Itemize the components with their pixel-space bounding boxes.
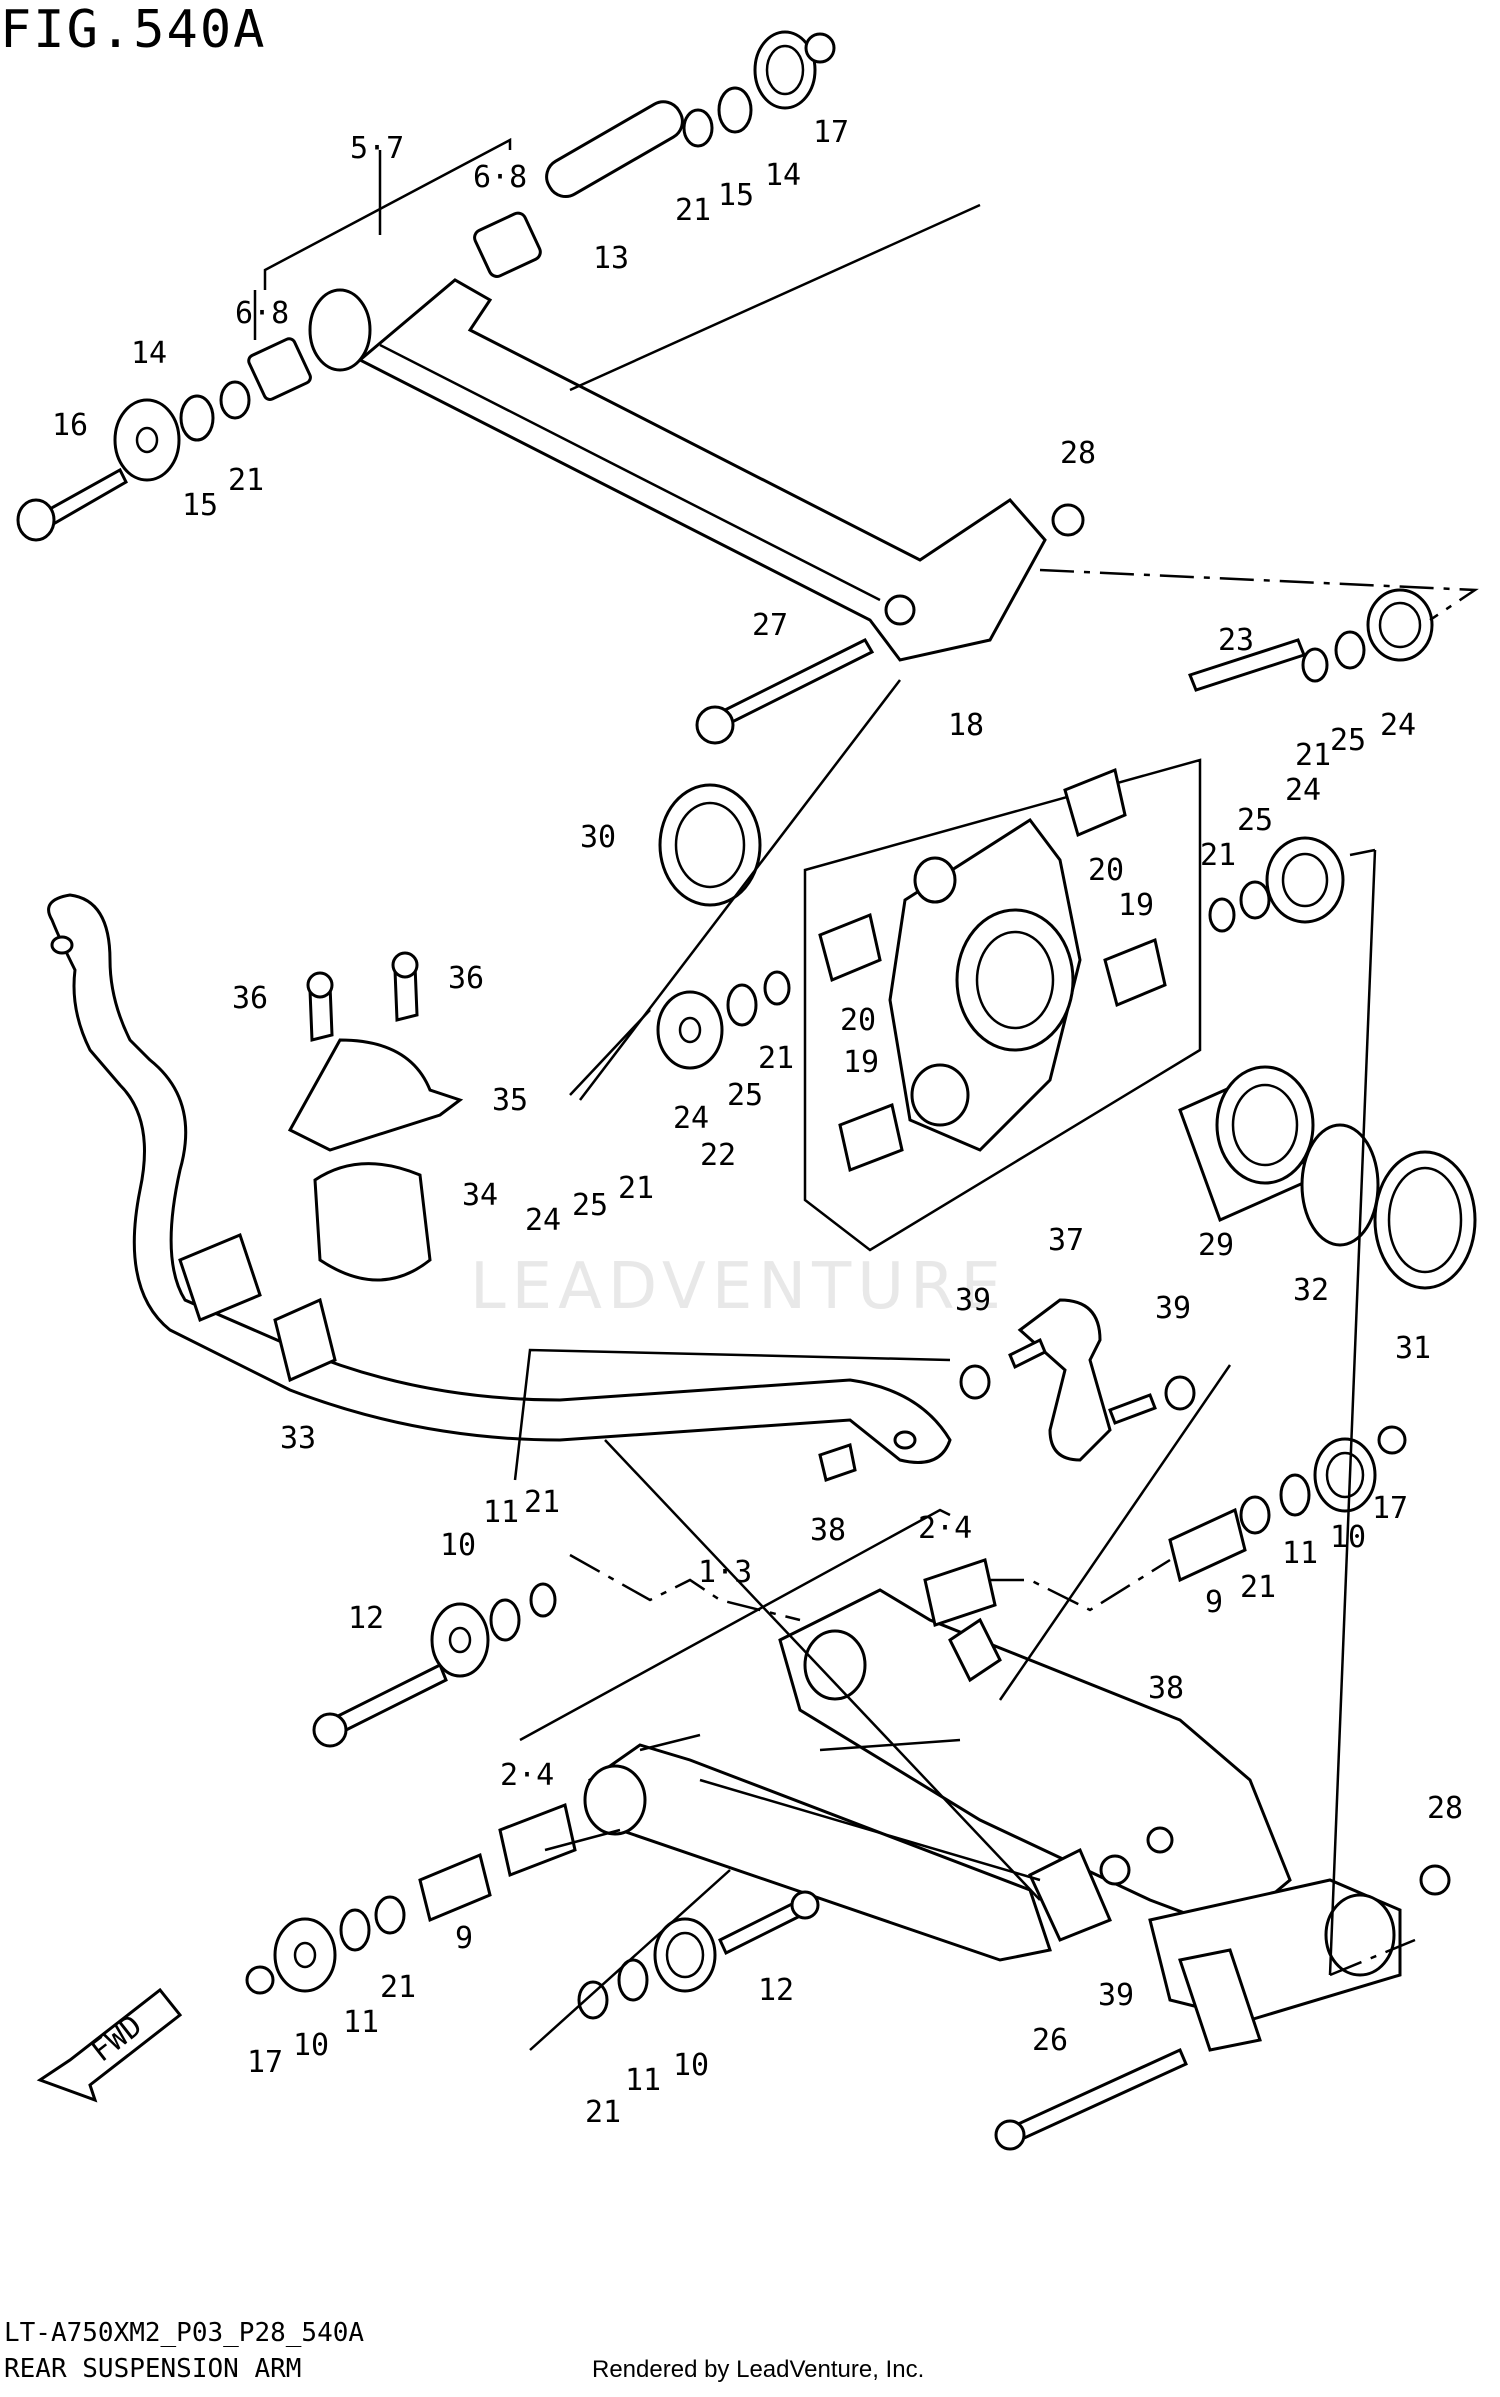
- callout-14: 14: [131, 336, 167, 371]
- callout-19: 19: [843, 1045, 879, 1080]
- callout-30: 30: [580, 820, 616, 855]
- knuckle-assembly: [656, 588, 1434, 1252]
- callout-21: 21: [675, 193, 711, 228]
- callout-13: 13: [593, 241, 629, 276]
- callout-25: 25: [1330, 723, 1366, 758]
- callout-20: 20: [1088, 853, 1124, 888]
- callout-37: 37: [1048, 1223, 1084, 1258]
- callout-25: 25: [1237, 803, 1273, 838]
- callout-21: 21: [380, 1970, 416, 2005]
- watermark: LEADVENTURE: [470, 1250, 1007, 1324]
- callout-2-4: 2·4: [918, 1511, 972, 1546]
- callout-21: 21: [228, 463, 264, 498]
- callout-25: 25: [727, 1078, 763, 1113]
- callout-28: 28: [1060, 436, 1096, 471]
- callout-34: 34: [462, 1178, 498, 1213]
- callout-11: 11: [1282, 1536, 1318, 1571]
- callout-27: 27: [752, 608, 788, 643]
- callout-25: 25: [572, 1188, 608, 1223]
- callout-24: 24: [673, 1101, 709, 1136]
- callout-24: 24: [1380, 708, 1416, 743]
- callout-10: 10: [440, 1528, 476, 1563]
- callout-labels: 17 14 15 21 13 6·8 5·7 6·8 14 16 15 21 2…: [52, 115, 1463, 2130]
- upper-suspension-arm: [308, 100, 1047, 662]
- callout-10: 10: [293, 2028, 329, 2063]
- callout-26: 26: [1032, 2023, 1068, 2058]
- callout-21: 21: [1295, 738, 1331, 773]
- callout-6-8: 6·8: [235, 296, 289, 331]
- figure-title: FIG.540A: [0, 0, 267, 60]
- callout-31: 31: [1395, 1331, 1431, 1366]
- callout-6-8: 6·8: [473, 160, 527, 195]
- callout-12: 12: [348, 1601, 384, 1636]
- callout-5-7: 5·7: [350, 131, 404, 166]
- render-credit: Rendered by LeadVenture, Inc.: [592, 2356, 925, 2383]
- callout-1-3: 1·3: [698, 1555, 752, 1590]
- callout-19: 19: [1118, 888, 1154, 923]
- callout-21: 21: [1200, 838, 1236, 873]
- stabilizer-bar: [47, 893, 952, 1464]
- upper-arm-hardware: [16, 30, 1085, 745]
- section-name: REAR SUSPENSION ARM: [4, 2354, 302, 2384]
- callout-23: 23: [1218, 623, 1254, 658]
- model-code: LT-A750XM2_P03_P28_540A: [4, 2318, 365, 2348]
- callout-17: 17: [1372, 1491, 1408, 1526]
- reference-lines: [253, 137, 1479, 2051]
- callout-39: 39: [955, 1283, 991, 1318]
- callout-10: 10: [673, 2048, 709, 2083]
- callout-14: 14: [765, 158, 801, 193]
- fwd-arrow: FWD: [36, 1987, 183, 2103]
- callout-35: 35: [492, 1083, 528, 1118]
- callout-36: 36: [448, 961, 484, 996]
- callout-17: 17: [813, 115, 849, 150]
- callout-29: 29: [1198, 1228, 1234, 1263]
- callout-16: 16: [52, 408, 88, 443]
- callout-28: 28: [1427, 1791, 1463, 1826]
- callout-18: 18: [948, 708, 984, 743]
- callout-33: 33: [280, 1421, 316, 1456]
- callout-21: 21: [524, 1485, 560, 1520]
- callout-15: 15: [182, 488, 218, 523]
- callout-11: 11: [483, 1495, 519, 1530]
- callout-15: 15: [718, 178, 754, 213]
- stabilizer-bracket: [287, 951, 464, 1282]
- callout-11: 11: [625, 2063, 661, 2098]
- callout-21: 21: [1240, 1570, 1276, 1605]
- callout-17: 17: [247, 2045, 283, 2080]
- callout-10: 10: [1330, 1520, 1366, 1555]
- callout-9: 9: [1205, 1585, 1223, 1620]
- callout-12: 12: [758, 1973, 794, 2008]
- callout-21: 21: [758, 1041, 794, 1076]
- callout-24: 24: [1285, 773, 1321, 808]
- callout-39: 39: [1098, 1978, 1134, 2013]
- callout-39: 39: [1155, 1291, 1191, 1326]
- callout-20: 20: [840, 1003, 876, 1038]
- stabilizer-link: [818, 1298, 1196, 1482]
- lower-suspension-arm: [583, 1588, 1402, 2052]
- callout-22: 22: [700, 1138, 736, 1173]
- callout-38: 38: [1148, 1671, 1184, 1706]
- bearing-set: [1178, 1065, 1477, 1290]
- callout-24: 24: [525, 1203, 561, 1238]
- callout-21: 21: [585, 2095, 621, 2130]
- callout-36: 36: [232, 981, 268, 1016]
- lower-arm-hardware: [245, 1425, 1451, 2151]
- callout-11: 11: [343, 2005, 379, 2040]
- callout-32: 32: [1293, 1273, 1329, 1308]
- callout-9: 9: [455, 1921, 473, 1956]
- callout-21: 21: [618, 1171, 654, 1206]
- callout-2-4: 2·4: [500, 1758, 554, 1793]
- callout-38: 38: [810, 1513, 846, 1548]
